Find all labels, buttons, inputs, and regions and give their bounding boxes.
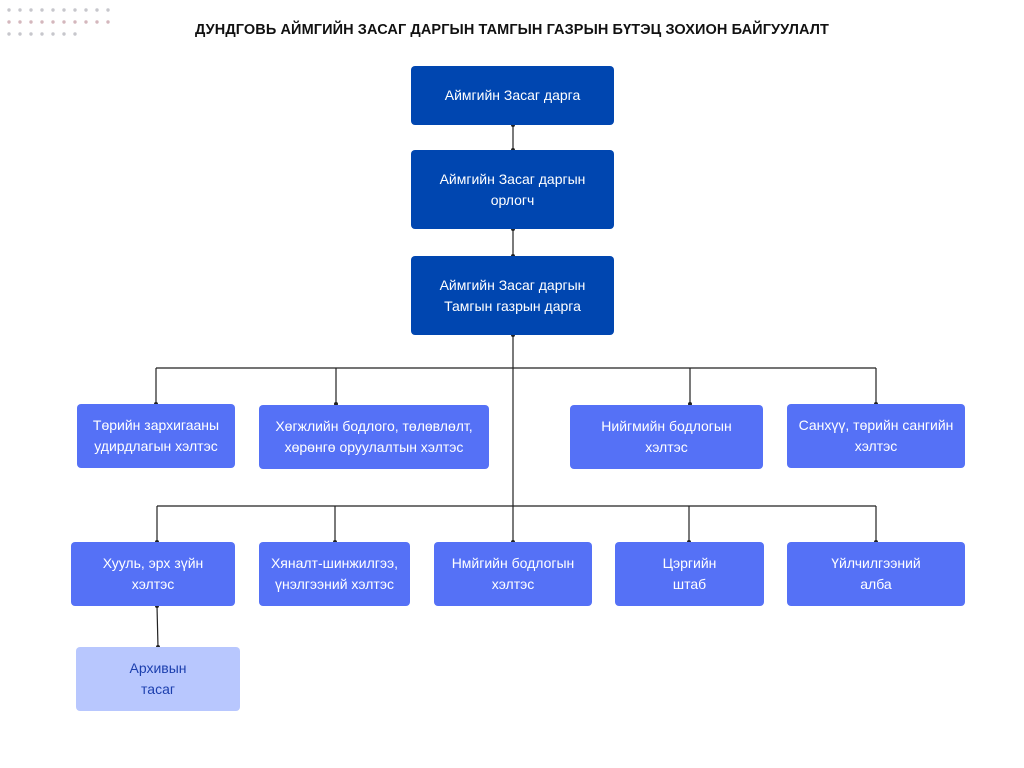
node-deputy-governor: Аймгийн Засаг даргын орлогч xyxy=(411,150,614,229)
node-social-policy-department: Нийгмийн бодлогын хэлтэс xyxy=(570,405,763,469)
node-development-policy-department: Хөгжлийн бодлого, төлөвлөлт, хөрөнгө ору… xyxy=(259,405,489,469)
node-governor: Аймгийн Засаг дарга xyxy=(411,66,614,125)
decorative-dot-grid xyxy=(7,8,110,36)
node-governor-label: Аймгийн Засаг дарга xyxy=(444,87,581,103)
node-service-unit: Үйлчилгээний алба xyxy=(787,542,965,606)
node-military-staff-label: Цэргийн штаб xyxy=(662,555,717,592)
node-public-admin-department: Төрийн зархигааны удирдлагын хэлтэс xyxy=(77,404,235,468)
node-social-policy-2-label: Нмйгийн бодлогын хэлтэс xyxy=(451,555,575,592)
node-archive-section: Архивын тасаг xyxy=(76,647,240,711)
node-finance-department: Санхүү, төрийн сангийн хэлтэс xyxy=(787,404,965,468)
node-deputy-governor-label: Аймгийн Засаг даргын орлогч xyxy=(439,170,586,208)
node-legal-department: Хууль, эрх зүйн хэлтэс xyxy=(71,542,235,606)
page-title: ДУНДГОВЬ АЙМГИЙН ЗАСАГ ДАРГЫН ТАМГЫН ГАЗ… xyxy=(195,22,829,38)
node-development-policy-label: Хөгжлийн бодлого, төлөвлөлт, хөрөнгө ору… xyxy=(275,418,473,455)
node-monitoring-label: Хяналт-шинжилгээ, үнэлгээний хэлтэс xyxy=(270,555,399,592)
node-monitoring-department: Хяналт-шинжилгээ, үнэлгээний хэлтэс xyxy=(259,542,410,606)
node-finance-label: Санхүү, төрийн сангийн хэлтэс xyxy=(798,417,954,454)
node-social-policy-department-2: Нмйгийн бодлогын хэлтэс xyxy=(434,542,592,606)
node-public-admin-label: Төрийн зархигааны удирдлагын хэлтэс xyxy=(92,417,220,454)
node-chief-of-office: Аймгийн Засаг даргын Тамгын газрын дарга xyxy=(411,256,614,335)
node-chief-of-office-label: Аймгийн Засаг даргын Тамгын газрын дарга xyxy=(439,276,586,314)
node-social-policy-label: Нийгмийн бодлогын хэлтэс xyxy=(601,418,732,455)
node-service-unit-label: Үйлчилгээний алба xyxy=(831,555,921,592)
node-legal-label: Хууль, эрх зүйн хэлтэс xyxy=(102,555,204,592)
node-archive-label: Архивын тасаг xyxy=(129,660,187,697)
node-military-staff: Цэргийн штаб xyxy=(615,542,764,606)
